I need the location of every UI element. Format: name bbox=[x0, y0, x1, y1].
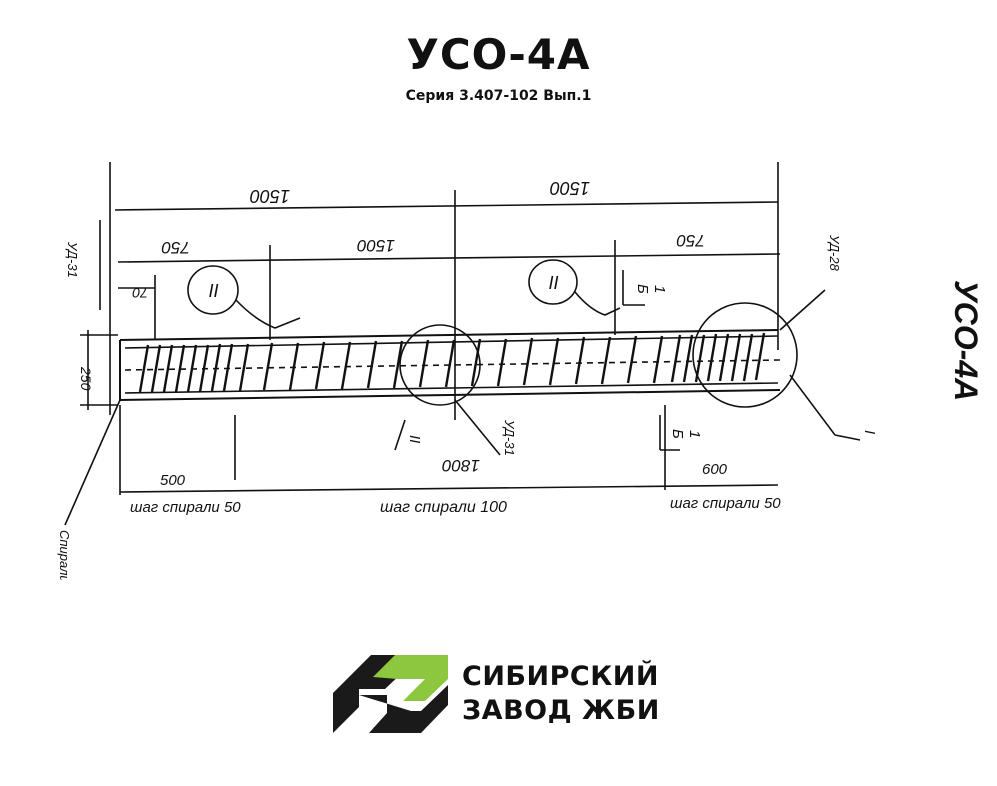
callout-label-right: II bbox=[549, 272, 559, 292]
dim-label-1800: 1800 bbox=[442, 456, 480, 475]
pitch-label-middle: шаг спирали 100 bbox=[380, 499, 507, 516]
section-b-top: Б bbox=[634, 284, 651, 294]
dim-label-750-left: 750 bbox=[161, 238, 190, 257]
company-logo bbox=[333, 655, 448, 733]
section-1-top: 1 bbox=[651, 285, 668, 293]
tag-ud28: УД-28 bbox=[827, 234, 842, 272]
leader-line bbox=[779, 289, 826, 331]
node-label-II: II bbox=[406, 435, 423, 443]
detail-circle-right bbox=[692, 302, 798, 408]
dim-label-500: 500 bbox=[160, 472, 186, 489]
leader-line bbox=[789, 374, 836, 436]
page-title: УСО-4А bbox=[406, 30, 591, 79]
callout-circle-left bbox=[187, 265, 239, 315]
leader-line bbox=[454, 399, 501, 456]
dim-label-1500-mid: 1500 bbox=[357, 236, 395, 255]
leader-line bbox=[235, 299, 301, 329]
dim-label-250: 250 bbox=[78, 366, 94, 391]
section-b-bottom: Б bbox=[669, 429, 686, 439]
spiral-note: Спирали в кол. 150 шт bbox=[57, 530, 72, 580]
company-name-line1: СИБИРСКИЙ bbox=[462, 661, 659, 692]
leader-line bbox=[64, 399, 121, 526]
technical-drawing: 1500 1500 750 1500 750 70 250 II II УД-3… bbox=[57, 162, 984, 580]
pitch-label-left: шаг спирали 50 bbox=[130, 499, 241, 516]
tag-ud31-left: УД-31 bbox=[65, 241, 80, 278]
dim-label-1500-right: 1500 bbox=[550, 178, 590, 198]
dim-label-600: 600 bbox=[702, 461, 728, 478]
spiral-hatch-group bbox=[138, 332, 766, 393]
callout-label-left: II bbox=[209, 280, 219, 300]
dim-label-70: 70 bbox=[132, 285, 148, 301]
rod-bottom-edge bbox=[119, 389, 781, 401]
leader-line bbox=[574, 291, 621, 316]
tag-ud31-mid: УД-31 bbox=[502, 419, 517, 456]
node-label-I: I bbox=[861, 430, 878, 434]
detail-circle-center bbox=[399, 324, 481, 406]
dimension-line-bottom bbox=[119, 484, 779, 493]
side-label: УСО-4А bbox=[948, 280, 984, 401]
dim-label-750-right: 750 bbox=[676, 231, 705, 250]
page-subtitle: Серия 3.407-102 Вып.1 bbox=[405, 88, 592, 104]
pitch-label-right: шаг спирали 50 bbox=[670, 495, 781, 512]
section-1-bottom: 1 bbox=[686, 430, 703, 438]
rod-inner-bottom bbox=[124, 382, 779, 394]
rod-axis bbox=[124, 359, 781, 371]
dim-label-1500-left: 1500 bbox=[250, 186, 290, 206]
dimension-line-top bbox=[114, 201, 779, 211]
rod-inner-top bbox=[124, 335, 779, 349]
leader-line bbox=[834, 434, 861, 441]
leader-line bbox=[394, 419, 406, 451]
company-name-line2: ЗАВОД ЖБИ bbox=[462, 695, 660, 726]
callout-circle-right bbox=[528, 259, 578, 305]
rod-top-edge bbox=[119, 329, 779, 341]
company-name: СИБИРСКИЙ ЗАВОД ЖБИ bbox=[462, 660, 660, 728]
dimension-line-mid bbox=[117, 253, 781, 263]
